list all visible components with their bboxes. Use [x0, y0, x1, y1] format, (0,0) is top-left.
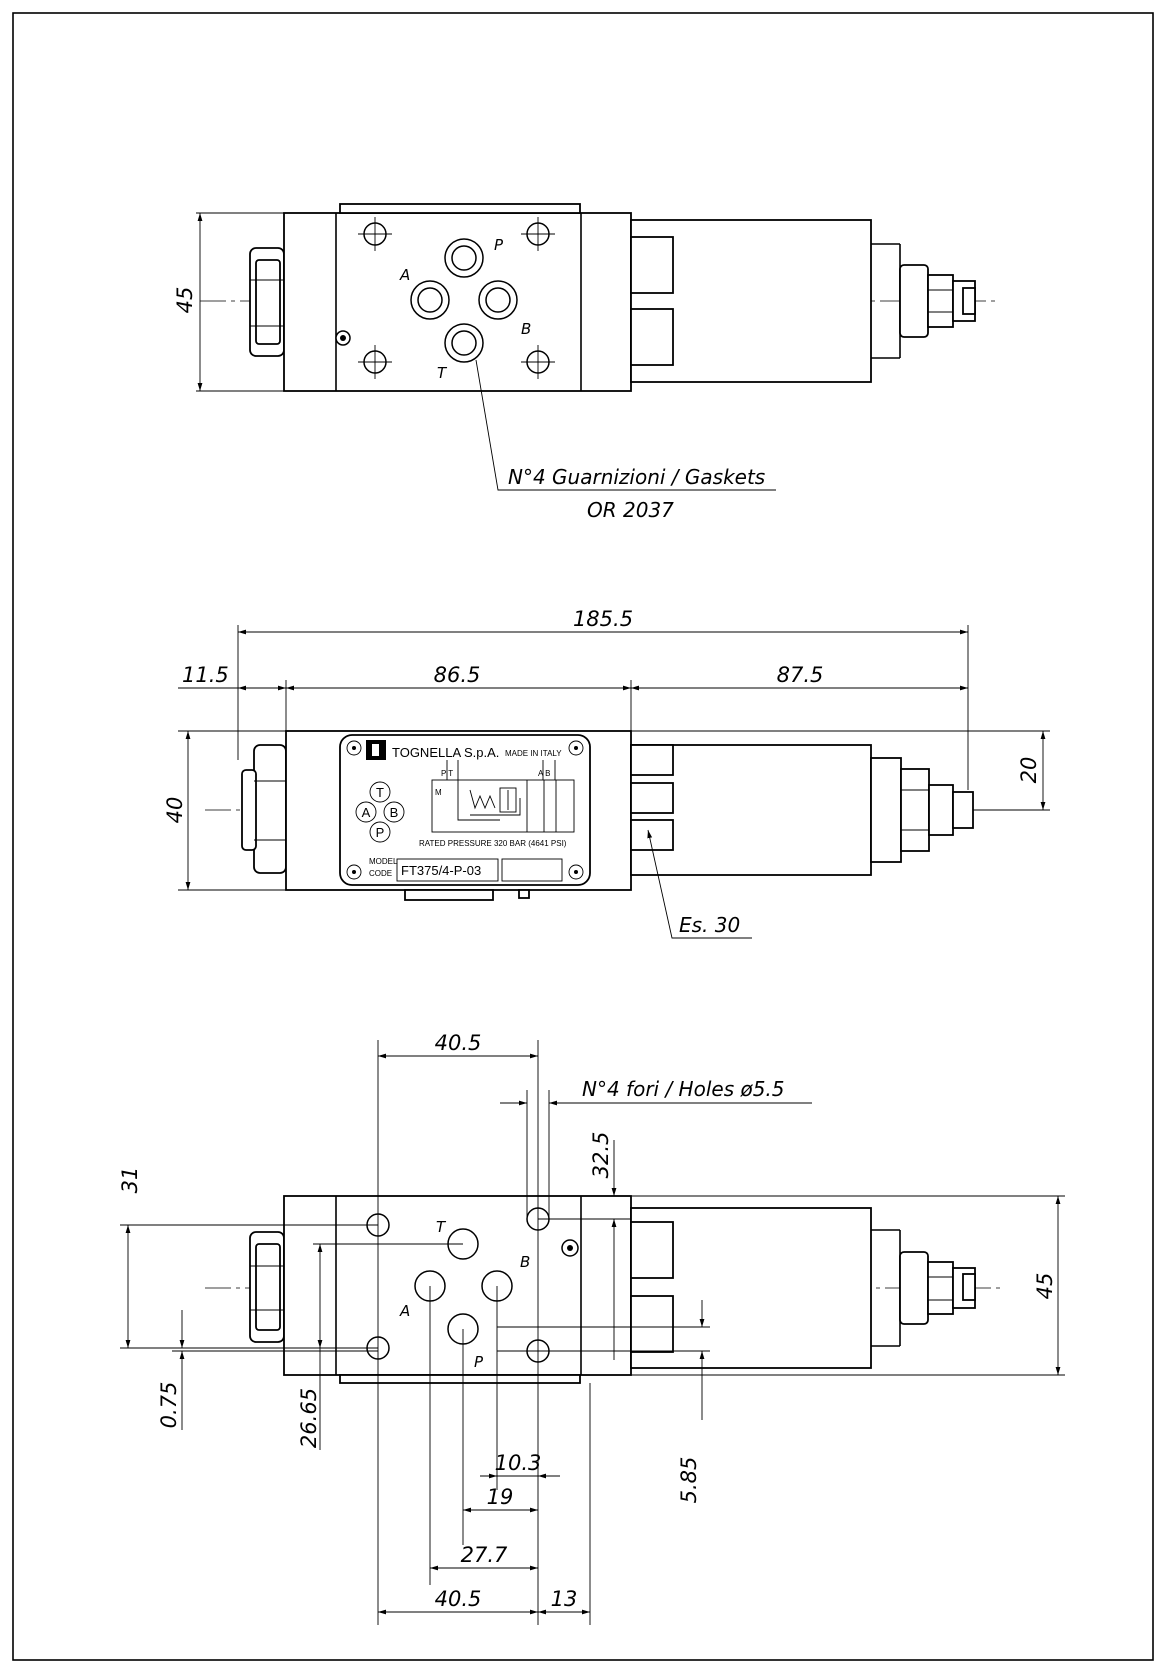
front-view: TOGNELLA S.p.A. MADE IN ITALY P T A B M — [163, 607, 1050, 939]
bottom-dim-0-75: 0.75 — [157, 1382, 181, 1429]
name-plate: TOGNELLA S.p.A. MADE IN ITALY P T A B M — [339, 734, 591, 886]
port-label-a: A — [399, 266, 410, 284]
top-dim-45: 45 — [173, 287, 197, 314]
plate-port-a: A — [362, 805, 371, 820]
bottom-dim-top-40-5: 40.5 — [435, 1031, 482, 1055]
plate-gauge-label: M — [435, 788, 442, 797]
top-view: P A B T 45 N°4 Guarnizioni / Gaskets OR … — [173, 203, 1000, 522]
bottom-port-t: T — [436, 1218, 447, 1236]
front-dim-87-5: 87.5 — [777, 663, 824, 687]
bottom-dim-10-3: 10.3 — [495, 1451, 542, 1475]
plate-port-b: B — [390, 805, 399, 820]
bottom-dim-13: 13 — [551, 1587, 578, 1611]
port-label-p: P — [494, 236, 504, 254]
bottom-dim-31: 31 — [118, 1167, 142, 1194]
bottom-port-b: B — [520, 1253, 530, 1271]
gasket-callout-line2: OR 2037 — [587, 498, 674, 522]
bottom-view: T B A P 40.5 N°4 fori / Holes ø5.5 — [118, 1031, 1065, 1625]
front-dim-40: 40 — [163, 797, 187, 824]
bottom-dim-26-65: 26.65 — [297, 1388, 321, 1448]
hydraulic-symbol-icon — [431, 760, 575, 833]
bottom-dim-19: 19 — [487, 1485, 514, 1509]
plate-ports-right: A B — [538, 769, 550, 778]
port-label-b: B — [521, 320, 531, 338]
front-dim-185-5: 185.5 — [573, 607, 633, 631]
gasket-callout-line1: N°4 Guarnizioni / Gaskets — [508, 465, 765, 489]
bottom-dim-27-7: 27.7 — [461, 1543, 508, 1567]
bottom-dim-bottom-40-5: 40.5 — [435, 1587, 482, 1611]
port-label-t: T — [437, 364, 448, 382]
drawing-frame — [12, 12, 1154, 1661]
plate-made-in: MADE IN ITALY — [505, 749, 562, 758]
bottom-dim-5-85: 5.85 — [677, 1457, 701, 1504]
bottom-port-a: A — [399, 1302, 410, 1320]
bottom-port-p: P — [474, 1353, 484, 1371]
plate-model-code: FT375/4-P-03 — [401, 863, 481, 878]
plate-rated-pressure: RATED PRESSURE 320 BAR (4641 PSI) — [419, 839, 567, 848]
holes-diameter-callout: N°4 fori / Holes ø5.5 — [582, 1077, 785, 1101]
bottom-dim-45: 45 — [1033, 1273, 1057, 1300]
bottom-dim-32-5: 32.5 — [589, 1132, 613, 1179]
port-holes — [410, 238, 518, 363]
plate-port-t: T — [376, 785, 384, 800]
front-dim-11-5: 11.5 — [182, 663, 229, 687]
plate-code-label: CODE — [369, 869, 392, 878]
mounting-holes — [358, 217, 555, 379]
wrench-size-callout: Es. 30 — [679, 913, 740, 937]
plate-port-p: P — [376, 825, 385, 840]
front-dim-86-5: 86.5 — [434, 663, 481, 687]
front-dim-20: 20 — [1017, 757, 1041, 784]
plate-brand: TOGNELLA S.p.A. — [392, 745, 499, 760]
plate-model-label: MODEL — [369, 857, 398, 866]
